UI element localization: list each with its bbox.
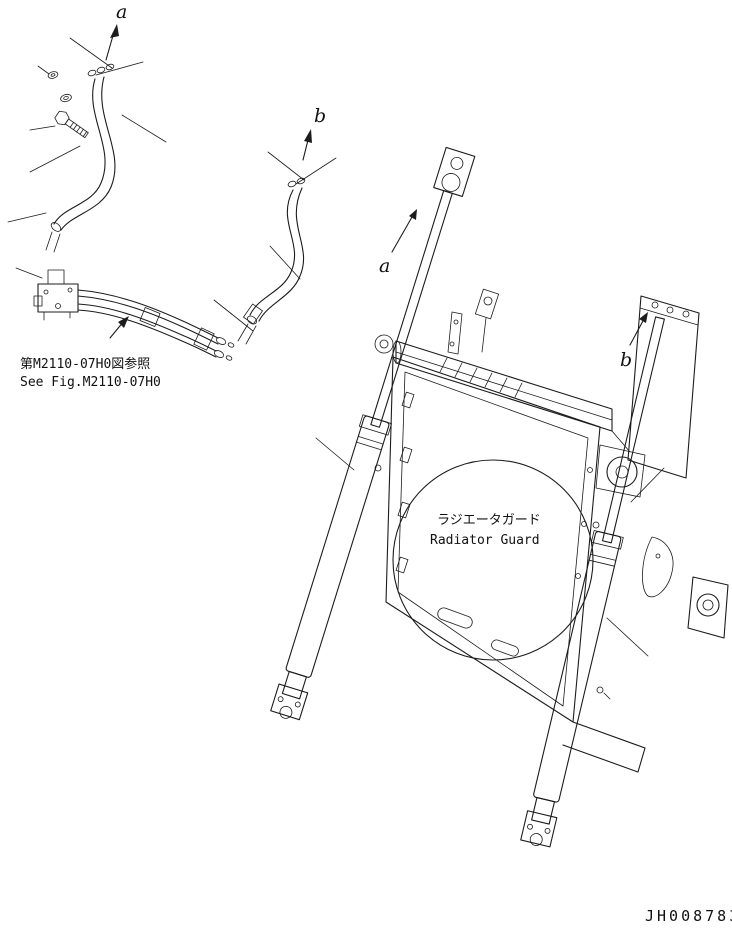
manifold-block: [33, 269, 79, 321]
cylinder-leader-lines: [315, 437, 665, 657]
radiator-guard-label-jp: ラジエータガード: [437, 513, 541, 528]
lift-cylinder-left: [270, 146, 476, 721]
radiator-guard-frame: [374, 288, 729, 773]
callout-b-cylinder-label: b: [620, 349, 632, 371]
callout-a-cylinder-label: a: [379, 255, 390, 277]
callout-a-hose-label: a: [116, 1, 127, 23]
hose-assembly-a: [45, 63, 116, 253]
note-leader-arrow: [109, 316, 129, 339]
lift-cylinder-right: [520, 316, 665, 848]
callout-a-cylinder-arrow: [391, 209, 417, 253]
reference-note-en: See Fig.M2110-07H0: [20, 375, 161, 390]
grease-fitting-right: [592, 521, 600, 529]
hydraulic-tubes: [77, 289, 235, 361]
hose-a-leader-lines: [7, 37, 167, 279]
callout-a-hose-arrow: [105, 24, 119, 61]
hose-assembly-b: [237, 177, 306, 345]
fan-opening: [392, 459, 594, 661]
callout-b-hose-label: b: [314, 105, 326, 127]
washers: [47, 71, 72, 103]
reference-note-jp: 第M2110-07H0図参照: [20, 356, 150, 372]
bolt: [54, 110, 89, 139]
grease-fitting-left: [374, 464, 382, 472]
callout-b-hose-arrow: [302, 129, 312, 161]
radiator-guard-label-en: Radiator Guard: [430, 533, 540, 548]
callout-b-cylinder-arrow: [629, 312, 648, 346]
drawing-number: JH008783: [645, 907, 732, 925]
